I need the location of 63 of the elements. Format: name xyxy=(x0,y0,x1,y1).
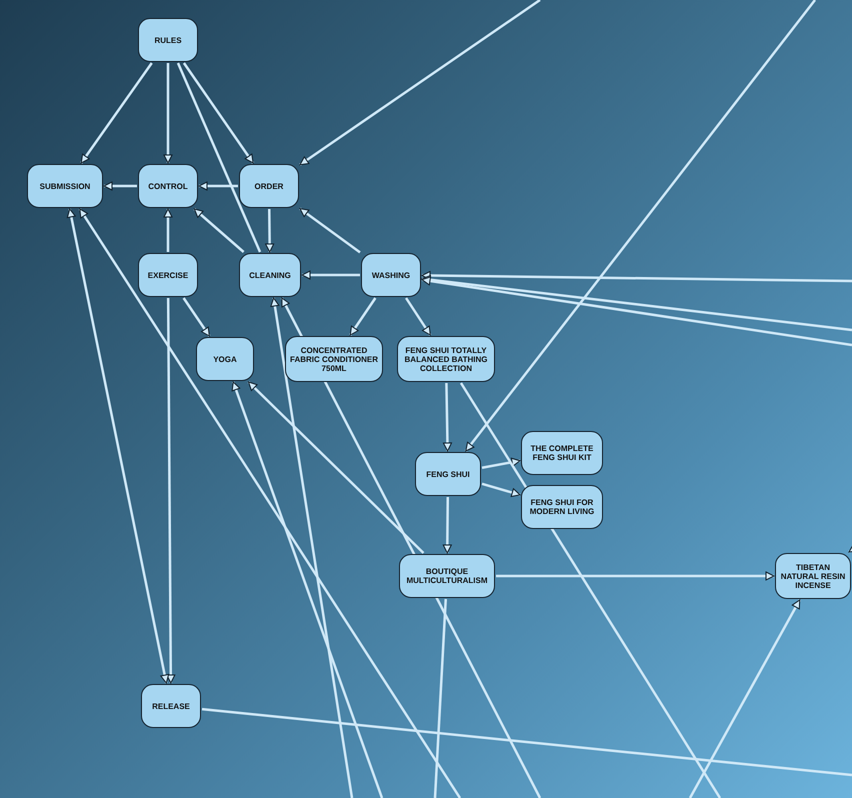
node-label: BOUTIQUE MULTICULTURALISM xyxy=(405,567,489,585)
arrow xyxy=(198,182,238,190)
concept-box xyxy=(138,18,198,62)
node-label: RELEASE xyxy=(152,702,190,710)
arrow xyxy=(78,208,462,798)
concept-box xyxy=(521,431,603,475)
node-label: CLEANING xyxy=(249,270,291,280)
arrow xyxy=(422,275,852,332)
arrow xyxy=(299,0,541,166)
concept-box xyxy=(239,253,301,297)
node-label: CONCENTRATED FABRIC CONDITIONER 750ML xyxy=(290,346,378,372)
concept-box xyxy=(138,164,198,208)
arrow xyxy=(164,63,172,164)
concept-box xyxy=(775,553,851,599)
concept-box xyxy=(397,336,495,382)
concept-box xyxy=(239,164,299,208)
node-label: WASHING xyxy=(372,270,410,280)
arrow xyxy=(104,182,137,190)
concept-box xyxy=(141,684,201,728)
node-label: FENG SHUI TOTALLY BALANCED BATHING COLLECTION xyxy=(404,346,488,372)
concept-box xyxy=(521,485,603,529)
arrow xyxy=(182,62,254,164)
arrow xyxy=(482,482,520,497)
arrow xyxy=(422,276,852,346)
arrow xyxy=(464,0,816,452)
arrow xyxy=(66,208,170,684)
node-label: EXERCISE xyxy=(148,270,188,280)
concept-box xyxy=(196,337,254,381)
node-label: SUBMISSION xyxy=(40,182,90,190)
arrow xyxy=(442,496,452,554)
concept-box xyxy=(361,253,421,297)
arrow xyxy=(349,297,376,336)
arrow xyxy=(422,271,852,282)
concept-box xyxy=(415,452,481,496)
node-label: ORDER xyxy=(254,182,284,190)
arrow xyxy=(270,298,354,798)
arrow xyxy=(265,208,274,252)
arrow xyxy=(302,270,360,280)
node-label: FENG SHUI xyxy=(426,470,470,478)
arrow xyxy=(232,382,384,798)
node-label: RULES xyxy=(154,36,182,44)
node-label: YOGA xyxy=(213,354,237,364)
concept-box xyxy=(399,554,495,598)
arrow xyxy=(166,298,176,684)
node-label: CONTROL xyxy=(148,182,188,190)
arrow xyxy=(248,381,424,554)
concept-box xyxy=(27,164,103,208)
arrow xyxy=(496,572,774,580)
arrow xyxy=(442,382,452,452)
arrow xyxy=(194,208,244,253)
node-label: THE COMPLETE FENG SHUI KIT xyxy=(530,444,594,462)
arrow xyxy=(299,208,361,254)
arrow xyxy=(80,62,153,164)
arrow xyxy=(482,458,520,469)
arrow xyxy=(688,599,801,798)
arrow xyxy=(405,297,432,336)
node-label: TIBETAN NATURAL RESIN INCENSE xyxy=(780,562,846,590)
arrow xyxy=(164,208,172,252)
node-label: FENG SHUI FOR MODERN LIVING xyxy=(528,498,596,516)
concept-box xyxy=(138,253,198,297)
concept-box xyxy=(285,336,383,382)
arrow xyxy=(182,297,210,337)
arrow xyxy=(848,544,852,554)
